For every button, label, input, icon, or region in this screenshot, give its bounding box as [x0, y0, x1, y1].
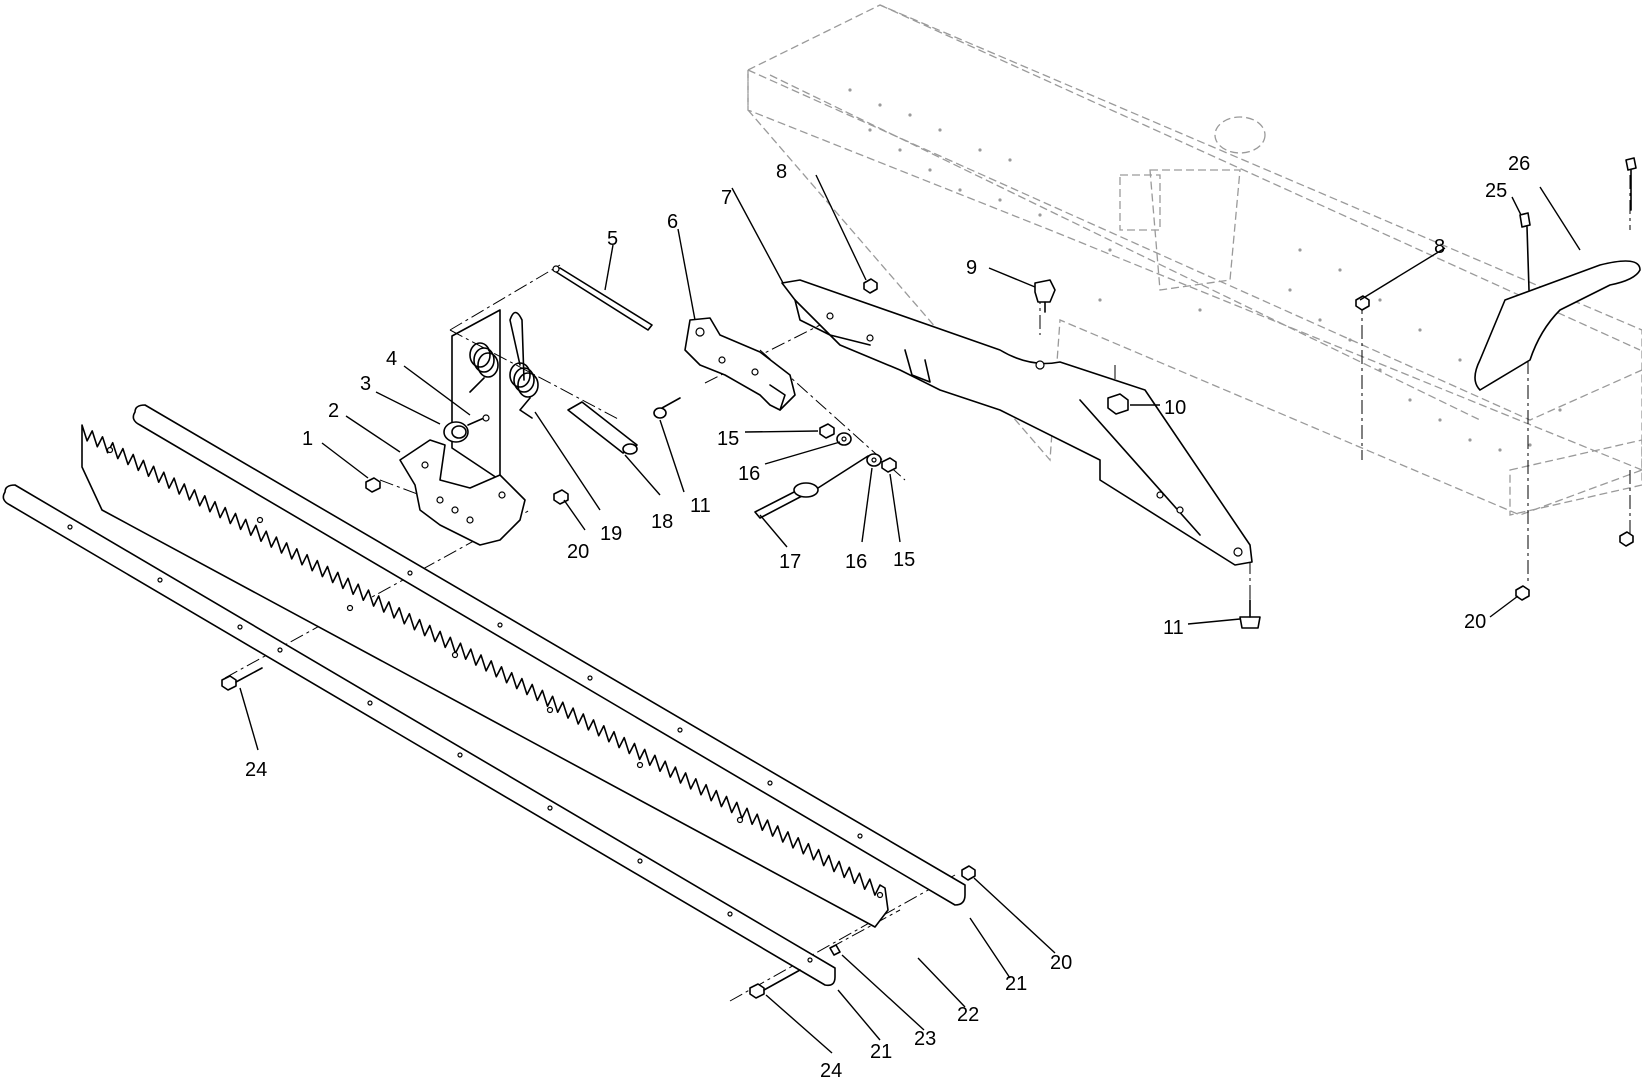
callout-25: 25	[1485, 180, 1507, 202]
bolt-part-4	[467, 414, 490, 426]
callout-4: 4	[386, 348, 397, 370]
callout-21-left: 21	[870, 1041, 892, 1063]
callout-17: 17	[779, 551, 801, 573]
nut-part-1	[365, 477, 381, 493]
pivot-plate-part-6	[684, 317, 796, 411]
bolt-part-25	[1519, 212, 1531, 291]
pin-part-17	[754, 455, 869, 519]
main-bracket-part-7	[781, 279, 1253, 566]
bolt-part-24-right	[749, 969, 801, 999]
callout-20-right: 20	[1464, 611, 1486, 633]
nut-part-20-right	[1515, 585, 1530, 601]
mount-bracket-part-2	[399, 439, 526, 546]
callout-2: 2	[328, 400, 339, 422]
callout-18: 18	[651, 511, 673, 533]
callout-16-right: 16	[845, 551, 867, 573]
nut-part-8-right	[1355, 295, 1370, 311]
callout-10: 10	[1164, 397, 1186, 419]
rod-part-5	[552, 265, 653, 331]
leader-lines	[239, 174, 1581, 1054]
wear-strip-part-21-lower	[2, 484, 836, 987]
wear-strip-part-21-upper	[132, 404, 966, 906]
callout-21-right: 21	[1005, 973, 1027, 995]
callout-23: 23	[914, 1028, 936, 1050]
bolt-part-9	[1034, 279, 1056, 313]
bolt-part-24-left	[221, 667, 263, 691]
callout-9: 9	[966, 257, 977, 279]
callout-labels: 1 2 3 4 5 6 7 8 8 9 10 11 11 15 15 16 16…	[245, 153, 1530, 1082]
handle-part-26	[1474, 260, 1641, 391]
spring-assembly-part-19	[451, 309, 539, 481]
callout-16-left: 16	[738, 463, 760, 485]
nut-part-20-lower	[961, 865, 976, 881]
callout-20-lower: 20	[1050, 952, 1072, 974]
callout-20-upper: 20	[567, 541, 589, 563]
bolt-part-top-right	[1625, 157, 1637, 211]
callout-15-left: 15	[717, 428, 739, 450]
callout-19: 19	[600, 523, 622, 545]
stud-part-23	[829, 944, 841, 956]
roller-part-3	[443, 421, 469, 443]
screw-part-11-lower	[1239, 599, 1261, 629]
washer-part-16-b	[866, 453, 882, 467]
callout-6: 6	[667, 211, 678, 233]
nut-part-bottom-right	[1619, 531, 1634, 547]
callout-8-right: 8	[1434, 236, 1445, 258]
ghost-frame	[747, 4, 1642, 516]
callout-3: 3	[360, 373, 371, 395]
callout-1: 1	[302, 428, 313, 450]
callout-26: 26	[1508, 153, 1530, 175]
callout-11-lower: 11	[1163, 617, 1184, 639]
nut-part-10	[1107, 393, 1129, 415]
nut-part-8-left	[863, 278, 878, 294]
callout-8-left: 8	[776, 161, 787, 183]
washer-part-16-a	[836, 432, 852, 446]
callout-22: 22	[957, 1004, 979, 1026]
screw-part-11-upper	[653, 397, 681, 419]
spacer-part-18	[567, 401, 638, 455]
callout-7: 7	[721, 187, 732, 209]
nut-part-15-b	[881, 457, 897, 473]
serrated-blade-part-22	[81, 424, 889, 928]
nut-part-15-a	[819, 423, 835, 439]
callout-24-right: 24	[820, 1060, 842, 1082]
callout-11-upper: 11	[690, 495, 711, 517]
callout-15-right: 15	[893, 549, 915, 571]
callout-24-left: 24	[245, 759, 267, 781]
callout-5: 5	[607, 228, 618, 250]
